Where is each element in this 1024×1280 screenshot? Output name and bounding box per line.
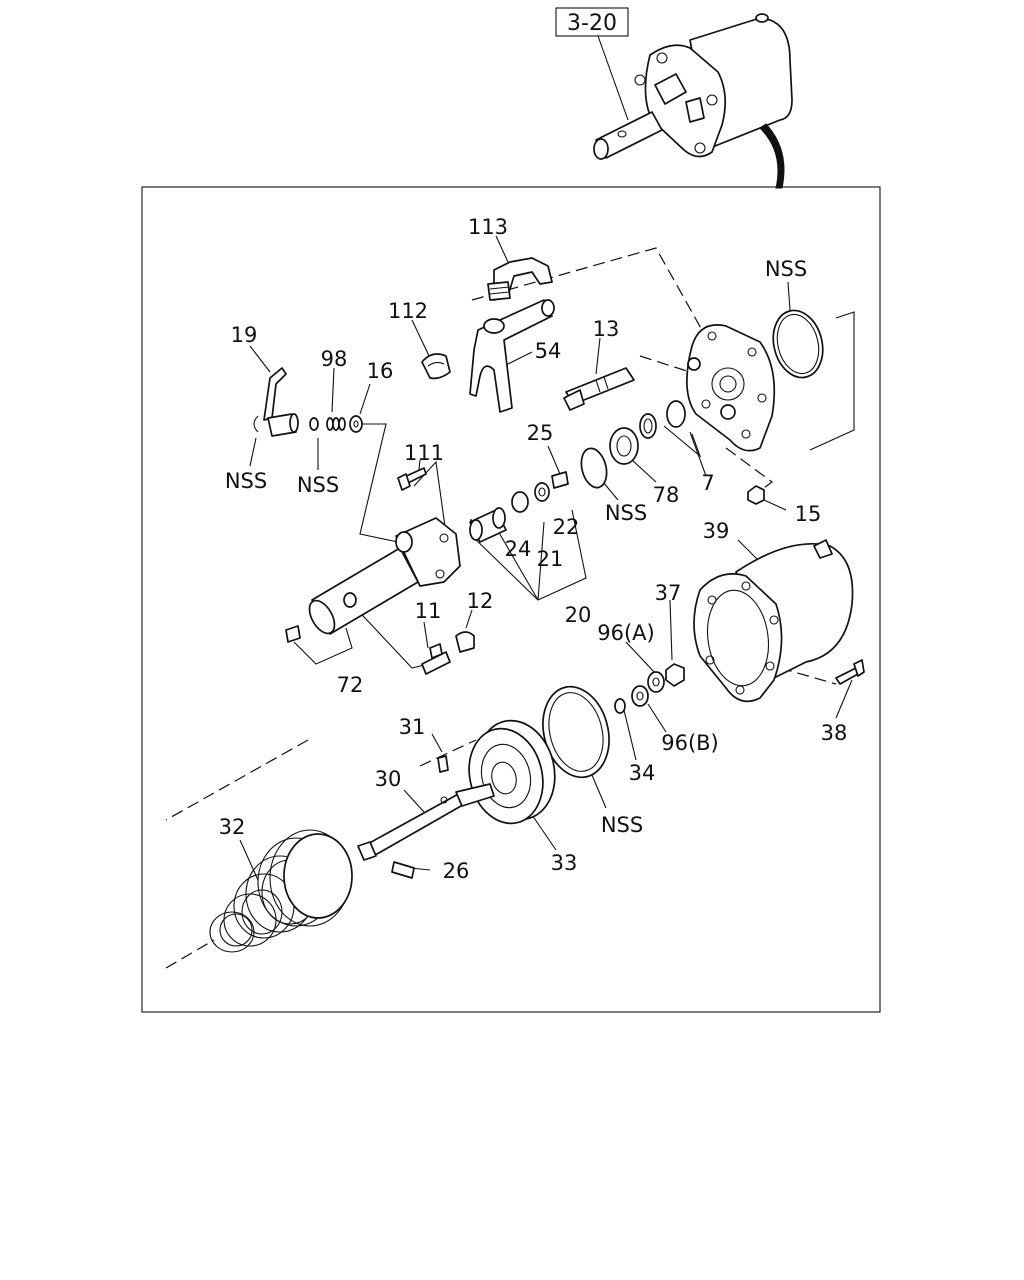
- label-38: 38: [821, 721, 848, 745]
- part-24-sleeve: [469, 507, 507, 543]
- label-15: 15: [795, 502, 822, 526]
- part-112-clip: [421, 353, 451, 380]
- part-31-pin: [437, 755, 449, 773]
- diagram-frame: [141, 186, 881, 1013]
- reference-label: 3-20: [567, 11, 617, 36]
- part-113-fitting: [487, 257, 553, 301]
- label-54: 54: [535, 339, 562, 363]
- reference-box: 3-20: [555, 7, 629, 37]
- part-nss-oring-large: [772, 309, 824, 379]
- part-30-rod: [357, 783, 495, 861]
- label-111: 111: [404, 441, 444, 465]
- part-7-bushing: [639, 400, 686, 439]
- label-13: 13: [593, 317, 620, 341]
- part-nss-piston-seal: [542, 685, 610, 779]
- label-78: 78: [653, 483, 680, 507]
- part-13-switch: [563, 367, 635, 411]
- part-nss-oring-small: [580, 447, 608, 489]
- label-nss-ring: NSS: [605, 501, 647, 525]
- part-26-pin: [391, 861, 415, 879]
- part-cover-flange: [686, 324, 776, 452]
- part-16-washer: [349, 415, 363, 433]
- label-34: 34: [629, 761, 656, 785]
- label-113: 113: [468, 215, 508, 239]
- part-nss-oring-mini: [309, 417, 319, 431]
- label-30: 30: [375, 767, 402, 791]
- part-15-nut: [747, 485, 765, 505]
- part-98-spring: [326, 417, 346, 431]
- label-nss-clip: NSS: [225, 469, 267, 493]
- label-12: 12: [467, 589, 494, 613]
- label-31: 31: [399, 715, 426, 739]
- part-19-pipe: [263, 367, 299, 437]
- label-nss-oring: NSS: [765, 257, 807, 281]
- part-32-spring: [209, 829, 353, 953]
- part-12-cap: [455, 631, 475, 653]
- part-111-bolt: [397, 467, 427, 491]
- label-7: 7: [701, 471, 714, 495]
- label-72: 72: [337, 673, 364, 697]
- part-21-ring: [511, 491, 529, 513]
- part-11-bleeder: [421, 643, 451, 675]
- part-72-housing: [285, 517, 461, 643]
- label-22: 22: [553, 515, 580, 539]
- assembly-thumbnail: [593, 13, 793, 160]
- part-22-washer: [534, 482, 550, 502]
- part-37-nut: [665, 663, 685, 687]
- label-25: 25: [527, 421, 554, 445]
- label-20: 20: [565, 603, 592, 627]
- part-96b-washer: [631, 685, 649, 707]
- label-98: 98: [321, 347, 348, 371]
- label-112: 112: [388, 299, 428, 323]
- label-11: 11: [415, 599, 442, 623]
- label-32: 32: [219, 815, 246, 839]
- part-34-ring: [614, 698, 626, 714]
- label-24: 24: [505, 537, 532, 561]
- part-38-bolt: [835, 659, 865, 685]
- part-gasket: [693, 573, 783, 703]
- label-nss-seal: NSS: [601, 813, 643, 837]
- part-96a-washer: [647, 671, 665, 693]
- label-39: 39: [703, 519, 730, 543]
- label-96b: 96(B): [661, 731, 719, 755]
- part-nss-clip: [253, 415, 259, 433]
- label-16: 16: [367, 359, 394, 383]
- part-25: [551, 471, 569, 489]
- label-37: 37: [655, 581, 682, 605]
- part-54-fork: [469, 299, 555, 413]
- label-19: 19: [231, 323, 258, 347]
- label-21: 21: [537, 547, 564, 571]
- part-33-piston: [468, 719, 556, 825]
- label-26: 26: [443, 859, 470, 883]
- part-78-seal: [609, 427, 639, 465]
- label-33: 33: [551, 851, 578, 875]
- label-96a: 96(A): [597, 621, 654, 645]
- callout-labels: 113 112 54 13 19 98 16 111 25 22 24 21 2…: [219, 215, 848, 883]
- label-nss-oring-mini: NSS: [297, 473, 339, 497]
